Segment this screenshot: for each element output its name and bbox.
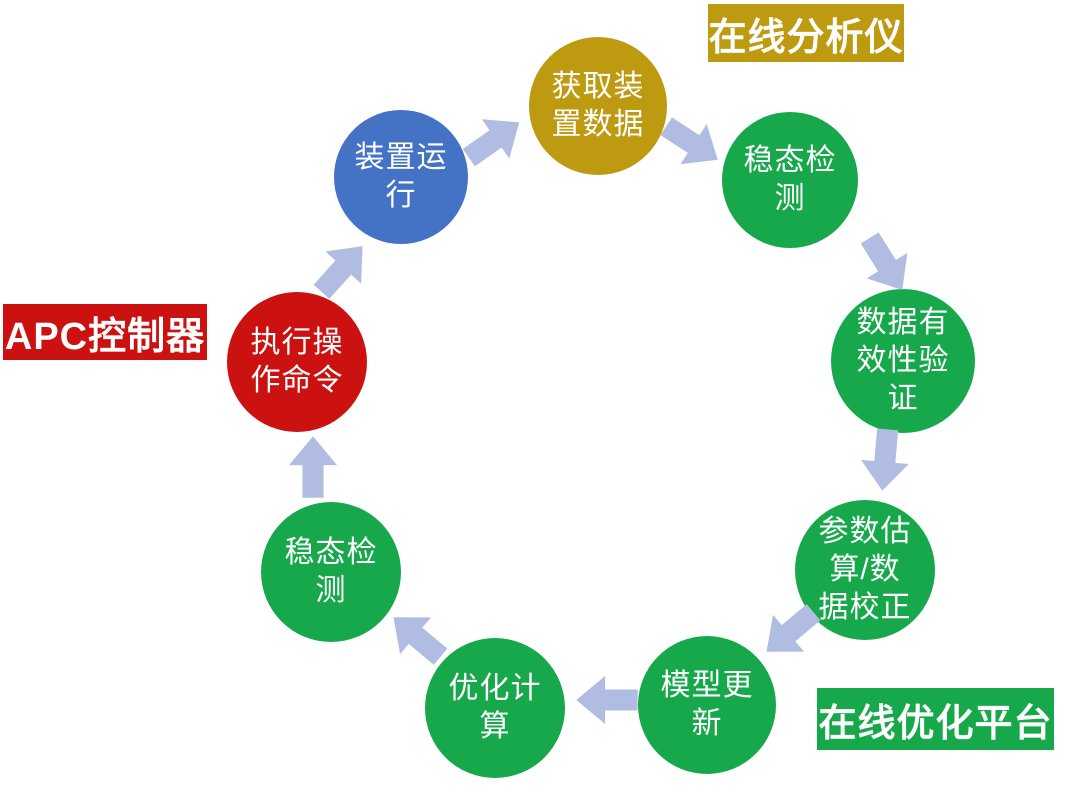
node-optimization-calculation: 优化计 算: [425, 638, 565, 778]
arrow-acquire-to-steady-icon: [653, 106, 731, 180]
node-steady-state-detection-top: 稳态检 测: [722, 112, 858, 248]
arrow-steady-to-validation-icon: [849, 225, 923, 303]
banner-online-optimization-platform: 在线优化平台: [817, 688, 1054, 750]
node-execute-operation-command-label: 执行操 作命令: [250, 326, 344, 397]
banner-online-analyzer-label: 在线分析仪: [708, 16, 904, 59]
node-model-update: 模型更 新: [638, 636, 776, 774]
arrow-model-to-optimization-icon: [576, 676, 638, 724]
node-optimization-calculation-label: 优化计 算: [448, 672, 542, 743]
node-plant-operation-label: 装置运 行: [354, 141, 448, 212]
node-steady-state-detection-left-label: 稳态检 测: [284, 536, 378, 607]
node-acquire-plant-data: 获取装 置数据: [529, 37, 667, 175]
arrow-plant-to-acquire-icon: [455, 103, 533, 178]
node-acquire-plant-data-label: 获取装 置数据: [551, 70, 645, 141]
banner-online-optimization-platform-label: 在线优化平台: [818, 702, 1053, 745]
banner-online-analyzer: 在线分析仪: [708, 4, 904, 62]
arrow-validation-to-estimation-icon: [858, 427, 911, 493]
node-parameter-estimation-data-correction: 参数估 算/数 据校正: [795, 500, 935, 640]
node-data-validity-verification-label: 数据有 效性验 证: [856, 306, 950, 415]
node-parameter-estimation-data-correction-label: 参数估 算/数 据校正: [818, 515, 912, 624]
arrow-steadyleft-to-execute-icon: [289, 436, 337, 498]
arrow-execute-to-plant-icon: [303, 230, 380, 308]
node-data-validity-verification: 数据有 效性验 证: [831, 289, 975, 433]
banner-apc-controller-label: APC控制器: [4, 315, 206, 358]
node-model-update-label: 模型更 新: [660, 669, 754, 740]
arrow-estimation-to-model-icon: [751, 594, 829, 671]
node-steady-state-detection-left: 稳态检 测: [261, 502, 401, 642]
banner-apc-controller: APC控制器: [3, 304, 207, 360]
node-plant-operation: 装置运 行: [334, 110, 468, 244]
arrow-optimization-to-steadyleft-icon: [378, 599, 456, 676]
node-steady-state-detection-top-label: 稳态检 测: [743, 144, 837, 215]
node-execute-operation-command: 执行操 作命令: [227, 292, 367, 432]
